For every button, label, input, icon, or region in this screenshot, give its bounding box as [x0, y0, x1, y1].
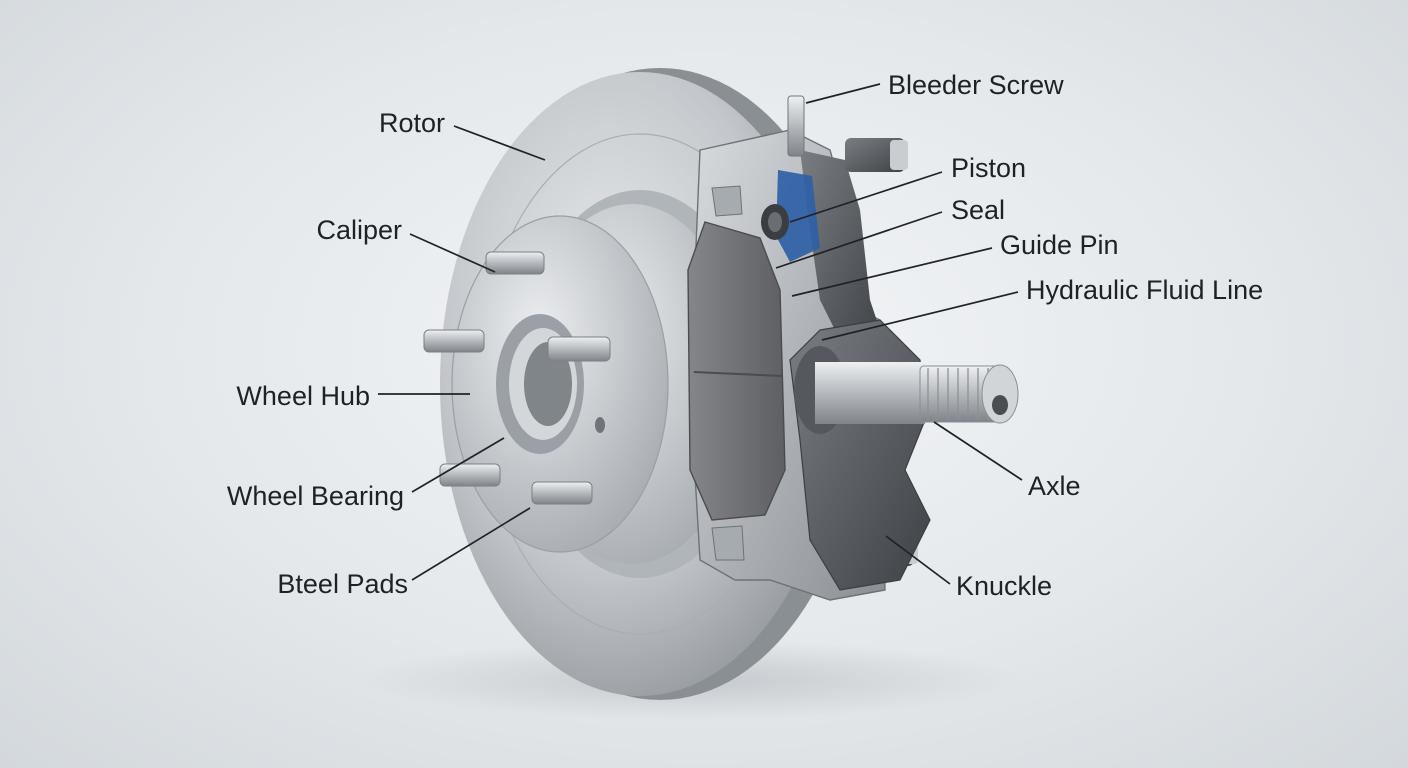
leader-knuckle: [885, 535, 951, 585]
leader-bleeder-screw: [805, 83, 881, 104]
callout-labels: Rotor Caliper Wheel Hub Wheel Bearing Bt…: [227, 70, 1263, 601]
label-wheel-bearing: Wheel Bearing: [227, 481, 404, 511]
leader-hydraulic-fluid-line: [821, 291, 1019, 341]
label-knuckle: Knuckle: [956, 571, 1052, 601]
leader-caliper: [409, 233, 496, 273]
label-piston: Piston: [951, 153, 1026, 183]
label-caliper: Caliper: [316, 215, 402, 245]
bleeder-screw-part: [787, 95, 805, 157]
label-wheel-hub: Wheel Hub: [236, 381, 370, 411]
label-bleeder-screw: Bleeder Screw: [888, 70, 1064, 100]
leader-lines: [378, 83, 1023, 585]
label-hydraulic-fluid-line: Hydraulic Fluid Line: [1026, 275, 1263, 305]
leader-piston: [789, 171, 943, 223]
label-rotor: Rotor: [379, 108, 445, 138]
leader-steel-pads: [411, 507, 531, 581]
leader-wheel-bearing: [411, 437, 505, 493]
axle-shaft: [794, 346, 1019, 434]
leader-guide-pin: [791, 247, 993, 297]
label-guide-pin: Guide Pin: [1000, 230, 1119, 260]
leader-axle: [933, 421, 1023, 481]
label-steel-pads: Bteel Pads: [277, 569, 408, 599]
leader-seal: [775, 211, 943, 269]
piston-cutaway: [776, 170, 820, 262]
lug-studs: [423, 251, 611, 505]
leader-rotor: [453, 125, 546, 161]
brake-pad: [687, 221, 786, 521]
label-axle: Axle: [1028, 471, 1081, 501]
label-seal: Seal: [951, 195, 1005, 225]
